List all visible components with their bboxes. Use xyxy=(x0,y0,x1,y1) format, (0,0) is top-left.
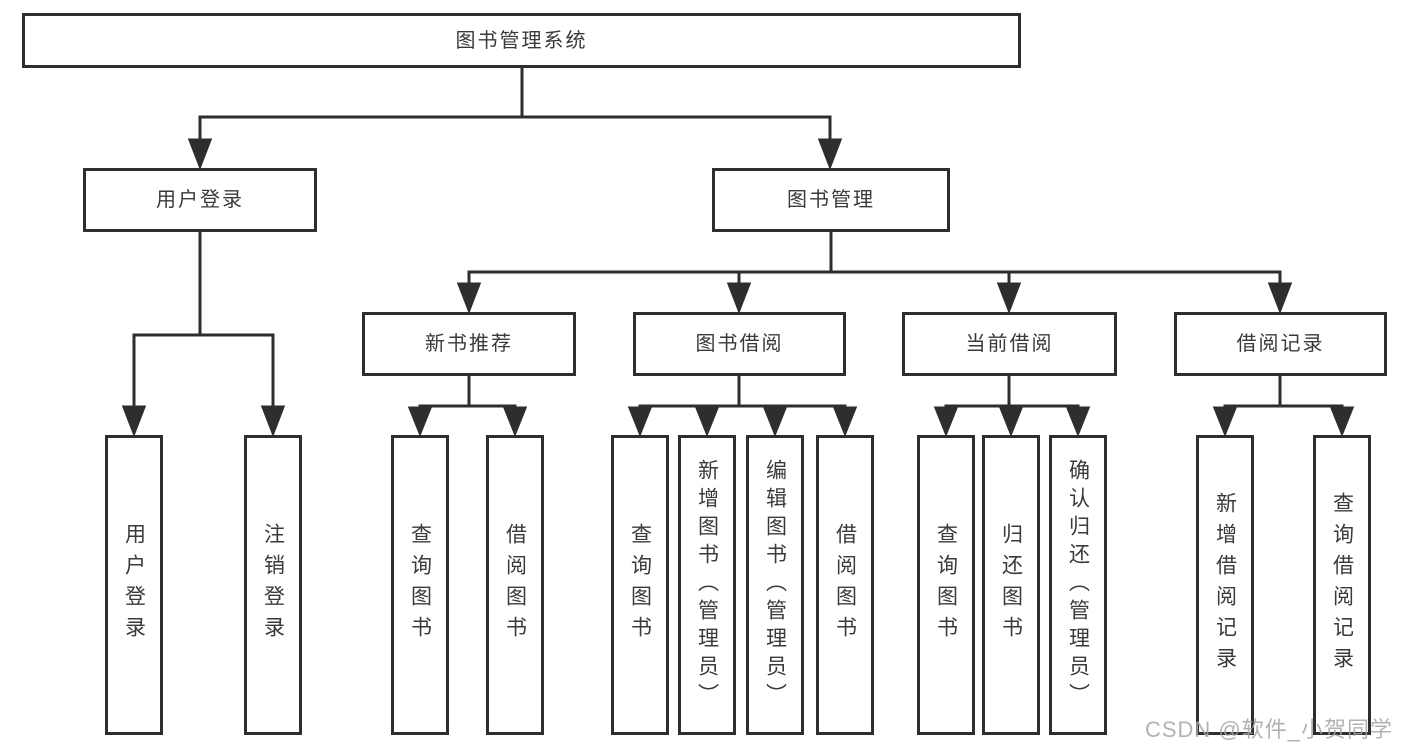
node-new-book-recommend: 新书推荐 xyxy=(362,312,576,376)
connector-book-borrow xyxy=(627,376,858,438)
node-borrow-record: 借阅记录 xyxy=(1174,312,1387,376)
node-book-management: 图书管理 xyxy=(712,168,950,232)
node-user-login: 用户登录 xyxy=(83,168,317,232)
connector-user-login xyxy=(121,232,286,438)
leaf-confirm-return-admin: 确认归还（管理员） xyxy=(1049,435,1107,735)
leaf-add-book-admin: 新增图书（管理员） xyxy=(678,435,736,735)
leaf-add-borrow-record: 新增借阅记录 xyxy=(1196,435,1254,735)
connector-root xyxy=(187,68,843,171)
leaf-user-login: 用户登录 xyxy=(105,435,163,735)
node-current-borrow: 当前借阅 xyxy=(902,312,1117,376)
leaf-return-book: 归还图书 xyxy=(982,435,1040,735)
leaf-borrow-book: 借阅图书 xyxy=(816,435,874,735)
connector-book-management xyxy=(456,232,1293,315)
leaf-query-borrow-record: 查询借阅记录 xyxy=(1313,435,1371,735)
connector-borrow-record xyxy=(1212,376,1355,438)
leaf-query-book-recommend: 查询图书 xyxy=(391,435,449,735)
node-book-borrow: 图书借阅 xyxy=(633,312,846,376)
leaf-query-book-current: 查询图书 xyxy=(917,435,975,735)
leaf-logout: 注销登录 xyxy=(244,435,302,735)
connector-current-borrow xyxy=(933,376,1091,438)
connector-new-book xyxy=(407,376,528,438)
leaf-borrow-book-recommend: 借阅图书 xyxy=(486,435,544,735)
csdn-watermark: CSDN @软件_小贺同学 xyxy=(1144,717,1393,742)
node-root-system: 图书管理系统 xyxy=(22,13,1021,68)
leaf-query-book-borrow: 查询图书 xyxy=(611,435,669,735)
leaf-edit-book-admin: 编辑图书（管理员） xyxy=(746,435,804,735)
